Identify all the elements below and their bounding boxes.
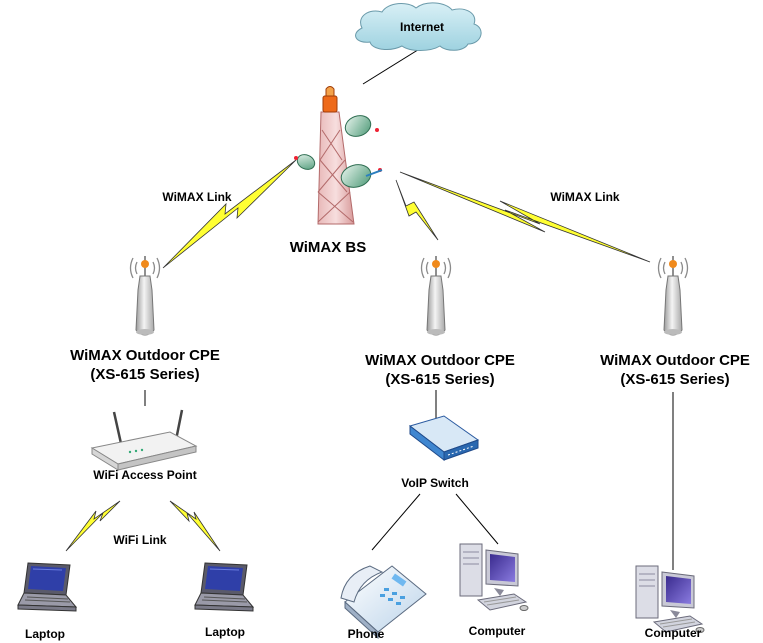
laptop-right-label: Laptop <box>205 625 245 639</box>
wimax-link-right-label: WiMAX Link <box>550 190 620 204</box>
access-point-label: WiFi Access Point <box>93 468 197 482</box>
laptop-left-label: Laptop <box>25 627 65 641</box>
cpe-mid-series: (XS-615 Series) <box>385 371 495 388</box>
wimax-bs-tower <box>294 86 383 225</box>
cpe-right-series: (XS-615 Series) <box>620 371 730 388</box>
wimax-link-left <box>162 159 297 269</box>
wifi-link-left <box>65 500 121 552</box>
cpe-antenna-left <box>129 255 161 336</box>
cpe-right-name: WiMAX Outdoor CPE <box>600 352 750 369</box>
wimax-link-right <box>399 171 651 263</box>
laptop-left <box>17 562 77 612</box>
phone-label: Phone <box>347 627 385 641</box>
wifi-link-right <box>169 500 221 552</box>
laptop-right <box>194 562 254 612</box>
computer-mid-label: Computer <box>468 624 526 638</box>
wireless-links <box>65 159 651 552</box>
wimax-link-mid <box>395 179 439 241</box>
cpe-mid-name: WiMAX Outdoor CPE <box>365 352 515 369</box>
computer-right <box>635 565 705 633</box>
wimax-bs-label: WiMAX BS <box>289 239 367 256</box>
wimax-link-left-label: WiMAX Link <box>162 190 232 204</box>
cpe-antenna-right <box>657 255 689 336</box>
voip-switch <box>408 415 480 462</box>
connection-lines <box>144 29 674 570</box>
phone-device <box>340 565 427 640</box>
wifi-access-point <box>90 409 198 471</box>
internet-label: Internet <box>399 20 444 34</box>
wifi-link-label: WiFi Link <box>113 533 167 547</box>
computer-right-label: Computer <box>644 626 702 640</box>
internet-cloud <box>355 2 482 51</box>
cpe-left-series: (XS-615 Series) <box>90 366 200 383</box>
computer-mid <box>459 543 529 611</box>
cpe-antenna-mid <box>420 255 452 336</box>
cpe-left-name: WiMAX Outdoor CPE <box>70 347 220 364</box>
voip-switch-label: VoIP Switch <box>401 476 469 490</box>
